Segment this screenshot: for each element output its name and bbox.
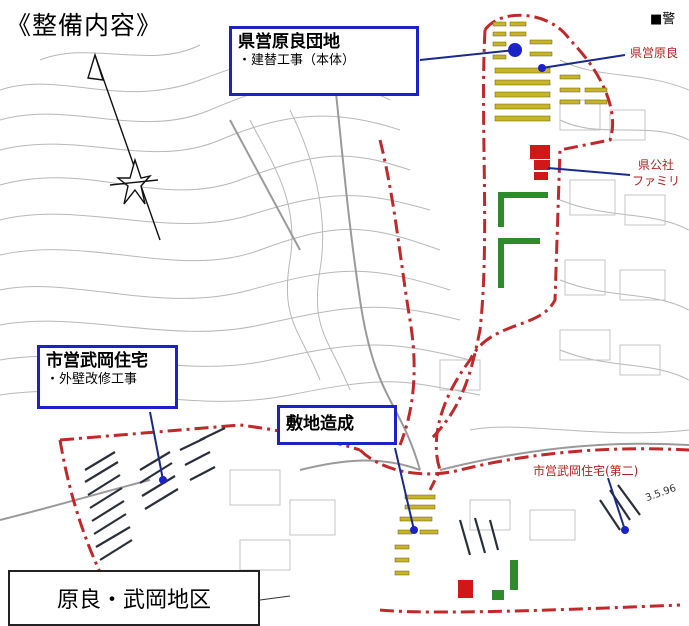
callout-site-prep: 敷地造成 [277,405,397,445]
green-buildings [492,192,548,600]
callout-title: 県営原良団地 [238,32,340,52]
callout-title: 市営武岡住宅 [46,351,148,371]
kosha-buildings [458,145,550,598]
location-dots [159,43,629,534]
callout-title: 敷地造成 [286,414,354,434]
callout-subtitle: ・建替工事（本体） [238,53,356,68]
urban-blocks [229,99,666,571]
edge-fragment: ■警 [650,12,676,27]
boundary-lines [58,13,689,614]
roads [0,39,689,521]
callout-hara-estate: 県営原良団地 ・建替工事（本体） [229,26,419,96]
leader-lines [149,49,631,531]
hara-buildings [492,21,608,122]
page-title: 《整備内容》 [6,11,163,40]
label-takeoka-second: 市営武岡住宅(第二) [533,464,639,478]
takeoka-buildings [84,427,641,561]
contour-lines [0,44,689,434]
compass-icon [87,52,161,241]
callout-takeoka-city: 市営武岡住宅 ・外壁改修工事 [37,345,178,409]
site-buildings [394,494,439,576]
label-kosha-1: 県公社 [638,158,675,172]
label-kosha-2: ファミリ [632,174,681,188]
label-hara-right: 県営原良 [630,46,679,60]
area-label-box: 原良・武岡地区 [8,570,260,626]
callout-subtitle: ・外壁改修工事 [46,372,138,387]
area-label: 原良・武岡地区 [56,588,211,613]
